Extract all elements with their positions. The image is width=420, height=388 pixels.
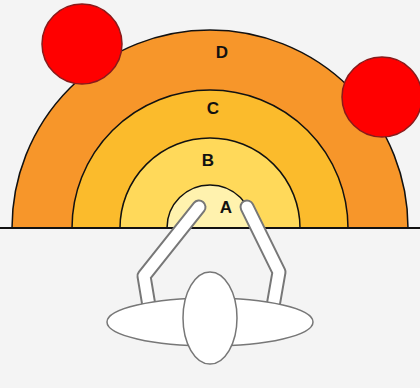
band-outline: [120, 138, 300, 228]
zone-letter: C: [207, 100, 219, 117]
zone-letter: B: [202, 152, 214, 169]
head: [183, 272, 237, 364]
red-object: [342, 57, 420, 137]
red-object: [42, 4, 122, 84]
right-arm-outline: [247, 207, 279, 312]
right-arm: [247, 207, 279, 312]
zone-letter: A: [220, 199, 232, 216]
table-edge: [0, 227, 420, 229]
band-outline: [72, 90, 348, 228]
zone-letter: D: [216, 44, 228, 61]
